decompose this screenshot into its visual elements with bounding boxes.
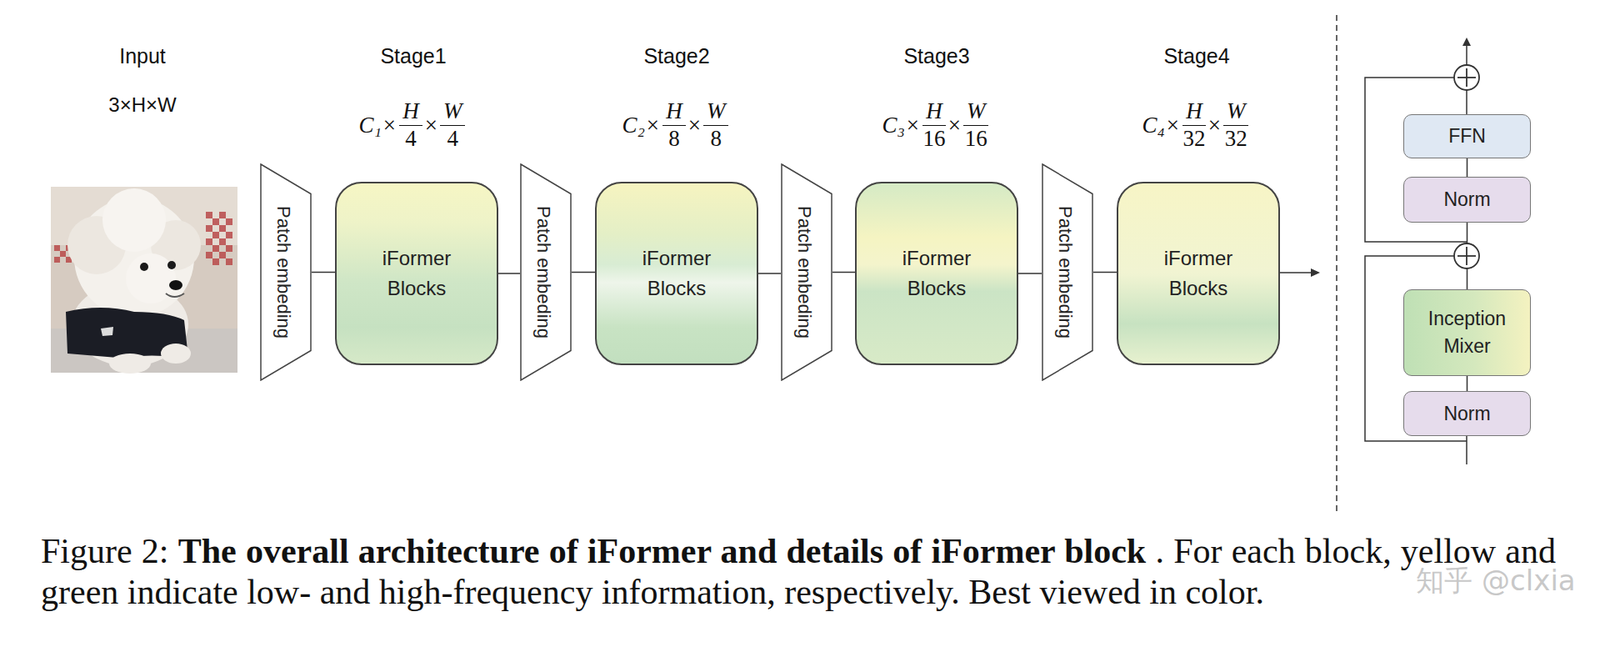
connector [498,272,520,275]
trapezoid-shape [781,164,832,380]
watermark: 知乎 @clxia [1415,561,1575,600]
add-symbol [1454,243,1480,269]
fraction: H16 [922,98,946,151]
box-label: iFormer Blocks [630,243,723,304]
add-symbol [1454,65,1480,90]
fraction-denominator: 4 [446,125,459,152]
norm-box: Norm [1403,390,1531,436]
stage-title: Input [119,44,166,69]
fraction-numerator: W [963,98,990,125]
trapezoid-shape [260,164,311,380]
feature-dimension: C₃×H16×W16 [882,98,992,151]
ffn-box: FFN [1403,114,1531,159]
stage-title: Stage4 [1163,44,1230,69]
connector [758,272,781,275]
fraction-numerator: W [703,98,730,125]
feature-dimension: C₂×H8×W8 [622,98,732,151]
fraction: H8 [662,98,686,151]
box-label: Inception Mixer [1417,305,1518,361]
times-sign: × [688,112,701,139]
fraction: W32 [1223,98,1250,151]
caption-emphasis: The overall architecture of iFormer and … [178,531,1147,570]
patch-label: Patch embeding [1054,205,1076,339]
stage-title: Stage1 [380,44,446,69]
output-wire [1465,44,1468,65]
fraction: W4 [440,98,466,151]
divider-line [1335,15,1338,515]
iformer-block: iFormer Blocks [855,181,1019,365]
patch-embedding: Patch embeding [260,163,312,381]
iformer-block: iFormer Blocks [335,181,499,365]
fraction: H32 [1182,98,1206,151]
fraction-denominator: 32 [1182,125,1205,152]
fraction-numerator: H [922,98,946,125]
trapezoid-shape [520,164,571,380]
fraction-numerator: W [440,98,466,125]
feature-dimension: C₁×H4×W4 [359,98,469,151]
patch-embedding: Patch embeding [520,163,572,381]
fraction-numerator: H [662,98,686,125]
output-arrowhead [1310,268,1320,277]
fraction: H4 [399,98,423,151]
patch-label: Patch embeding [532,205,555,339]
connector [1466,158,1469,177]
box-label: iFormer Blocks [890,243,983,304]
times-sign: × [1208,112,1221,139]
feature-dimension: C₄×H32×W32 [1142,98,1252,151]
connector [1093,271,1117,274]
channel-count: C₂× [622,112,661,139]
stage-title: Stage2 [643,44,710,69]
connector [1466,375,1469,391]
iformer-block: iFormer Blocks [595,181,759,365]
fraction-numerator: W [1223,98,1250,125]
box-label: Norm [1443,188,1490,211]
box-label: Norm [1443,402,1490,425]
fraction-denominator: 4 [405,125,417,152]
channel-count: C₁× [359,112,398,139]
connector [571,271,595,274]
box-label: iFormer Blocks [1152,243,1245,304]
patch-label: Patch embeding [272,205,295,339]
block-output-arrowhead [1462,37,1471,46]
trapezoid-shape [1042,164,1093,380]
dog-photo [50,186,238,374]
figure-caption: Figure 2: The overall architecture of iF… [40,530,1556,613]
patch-label: Patch embeding [793,205,815,339]
patch-embedding: Patch embeding [1041,163,1094,381]
input-wire [1465,435,1468,465]
patch-embedding: Patch embeding [780,163,833,381]
fraction-numerator: H [399,98,423,125]
fraction-numerator: H [1182,98,1206,125]
fraction-denominator: 16 [965,125,988,152]
fraction-denominator: 16 [922,125,945,152]
mixer-box: Inception Mixer [1403,289,1531,376]
fraction-denominator: 8 [710,125,722,152]
iformer-block: iFormer Blocks [1116,181,1280,365]
connector [311,271,335,274]
stage-title: Stage3 [903,44,970,69]
connector [1018,272,1042,275]
input-dimension: 3×H×W [108,93,176,117]
box-label: iFormer Blocks [370,243,463,304]
fraction-denominator: 8 [668,125,680,152]
times-sign: × [948,112,961,139]
channel-count: C₃× [882,112,921,139]
channel-count: C₄× [1142,112,1181,139]
norm-box: Norm [1403,176,1531,223]
box-label: FFN [1448,125,1486,148]
fraction-denominator: 32 [1225,125,1248,152]
connector [1466,222,1469,290]
fraction: W8 [703,98,730,151]
output-line [1279,271,1312,274]
ffn-wire [1465,90,1468,115]
fraction: W16 [963,98,990,151]
times-sign: × [425,112,438,139]
connector [832,271,855,274]
